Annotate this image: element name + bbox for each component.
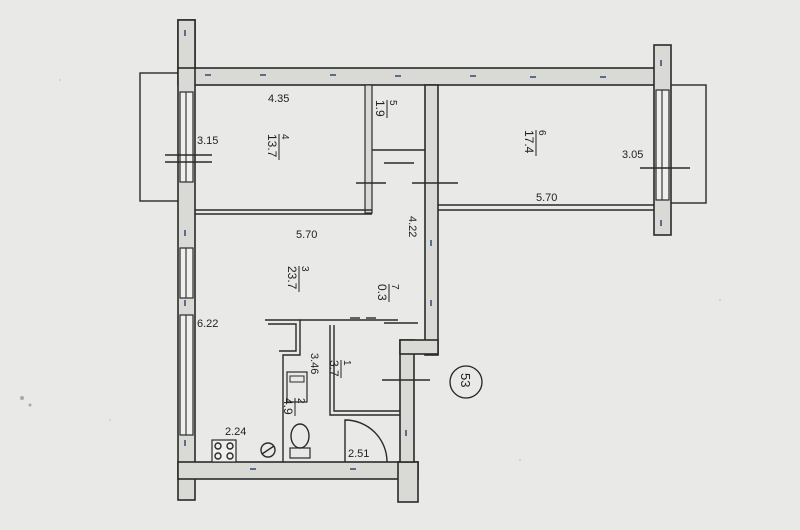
window-left-lower (179, 314, 194, 436)
window-right (655, 89, 670, 201)
dim-room6-bottom: 5.70 (536, 192, 557, 204)
room-label-5: 5 1.9 (373, 100, 398, 118)
svg-text:4: 4 (279, 134, 290, 140)
door-marks (165, 154, 690, 381)
room-label-2: 2 4.9 (281, 398, 306, 416)
svg-text:1.9: 1.9 (373, 100, 387, 117)
window-left-upper (179, 91, 194, 183)
room-label-7: 7 0.3 (375, 284, 400, 302)
dim-room4-top: 4.35 (268, 93, 289, 105)
svg-text:6: 6 (536, 130, 547, 136)
svg-text:3.7: 3.7 (327, 360, 341, 377)
svg-text:7: 7 (389, 284, 400, 290)
paper-texture (20, 79, 721, 461)
balcony-right (667, 84, 707, 204)
room-label-3: 3 23.7 (285, 266, 310, 292)
svg-text:17.4: 17.4 (522, 130, 536, 154)
balcony-left (139, 72, 183, 202)
wall-markings (184, 30, 662, 470)
svg-text:2: 2 (295, 398, 306, 404)
dim-hall-width: 5.70 (296, 229, 317, 241)
dim-bath-length: 3.46 (308, 353, 320, 374)
sink-icon (260, 442, 276, 458)
svg-text:5: 5 (387, 100, 398, 106)
svg-text:0.3: 0.3 (375, 284, 389, 301)
bathtub-icon (286, 371, 308, 403)
window-left-middle (179, 247, 194, 299)
toilet-icon (289, 423, 311, 459)
dim-kitchen-width: 2.24 (225, 426, 246, 438)
svg-text:23.7: 23.7 (285, 266, 299, 290)
plan-number-badge: 53 (449, 365, 483, 399)
svg-text:3: 3 (299, 266, 310, 272)
dim-left-wall: 6.22 (197, 318, 218, 330)
dim-room6-side: 3.05 (622, 149, 643, 161)
svg-text:1: 1 (341, 360, 352, 366)
room-label-1: 1 3.7 (327, 360, 352, 378)
svg-text:13.7: 13.7 (265, 134, 279, 158)
dim-bath-bottom: 2.51 (348, 448, 369, 460)
door-swing (344, 419, 388, 463)
svg-text:4.9: 4.9 (281, 398, 295, 415)
room-label-4: 4 13.7 (265, 134, 290, 160)
interior-walls (195, 84, 654, 463)
svg-text:53: 53 (458, 373, 473, 387)
stove-icon (211, 439, 237, 463)
dim-room4-side: 3.15 (197, 135, 218, 147)
dim-corridor-length: 4.22 (406, 216, 418, 237)
room-label-6: 6 17.4 (522, 130, 547, 156)
